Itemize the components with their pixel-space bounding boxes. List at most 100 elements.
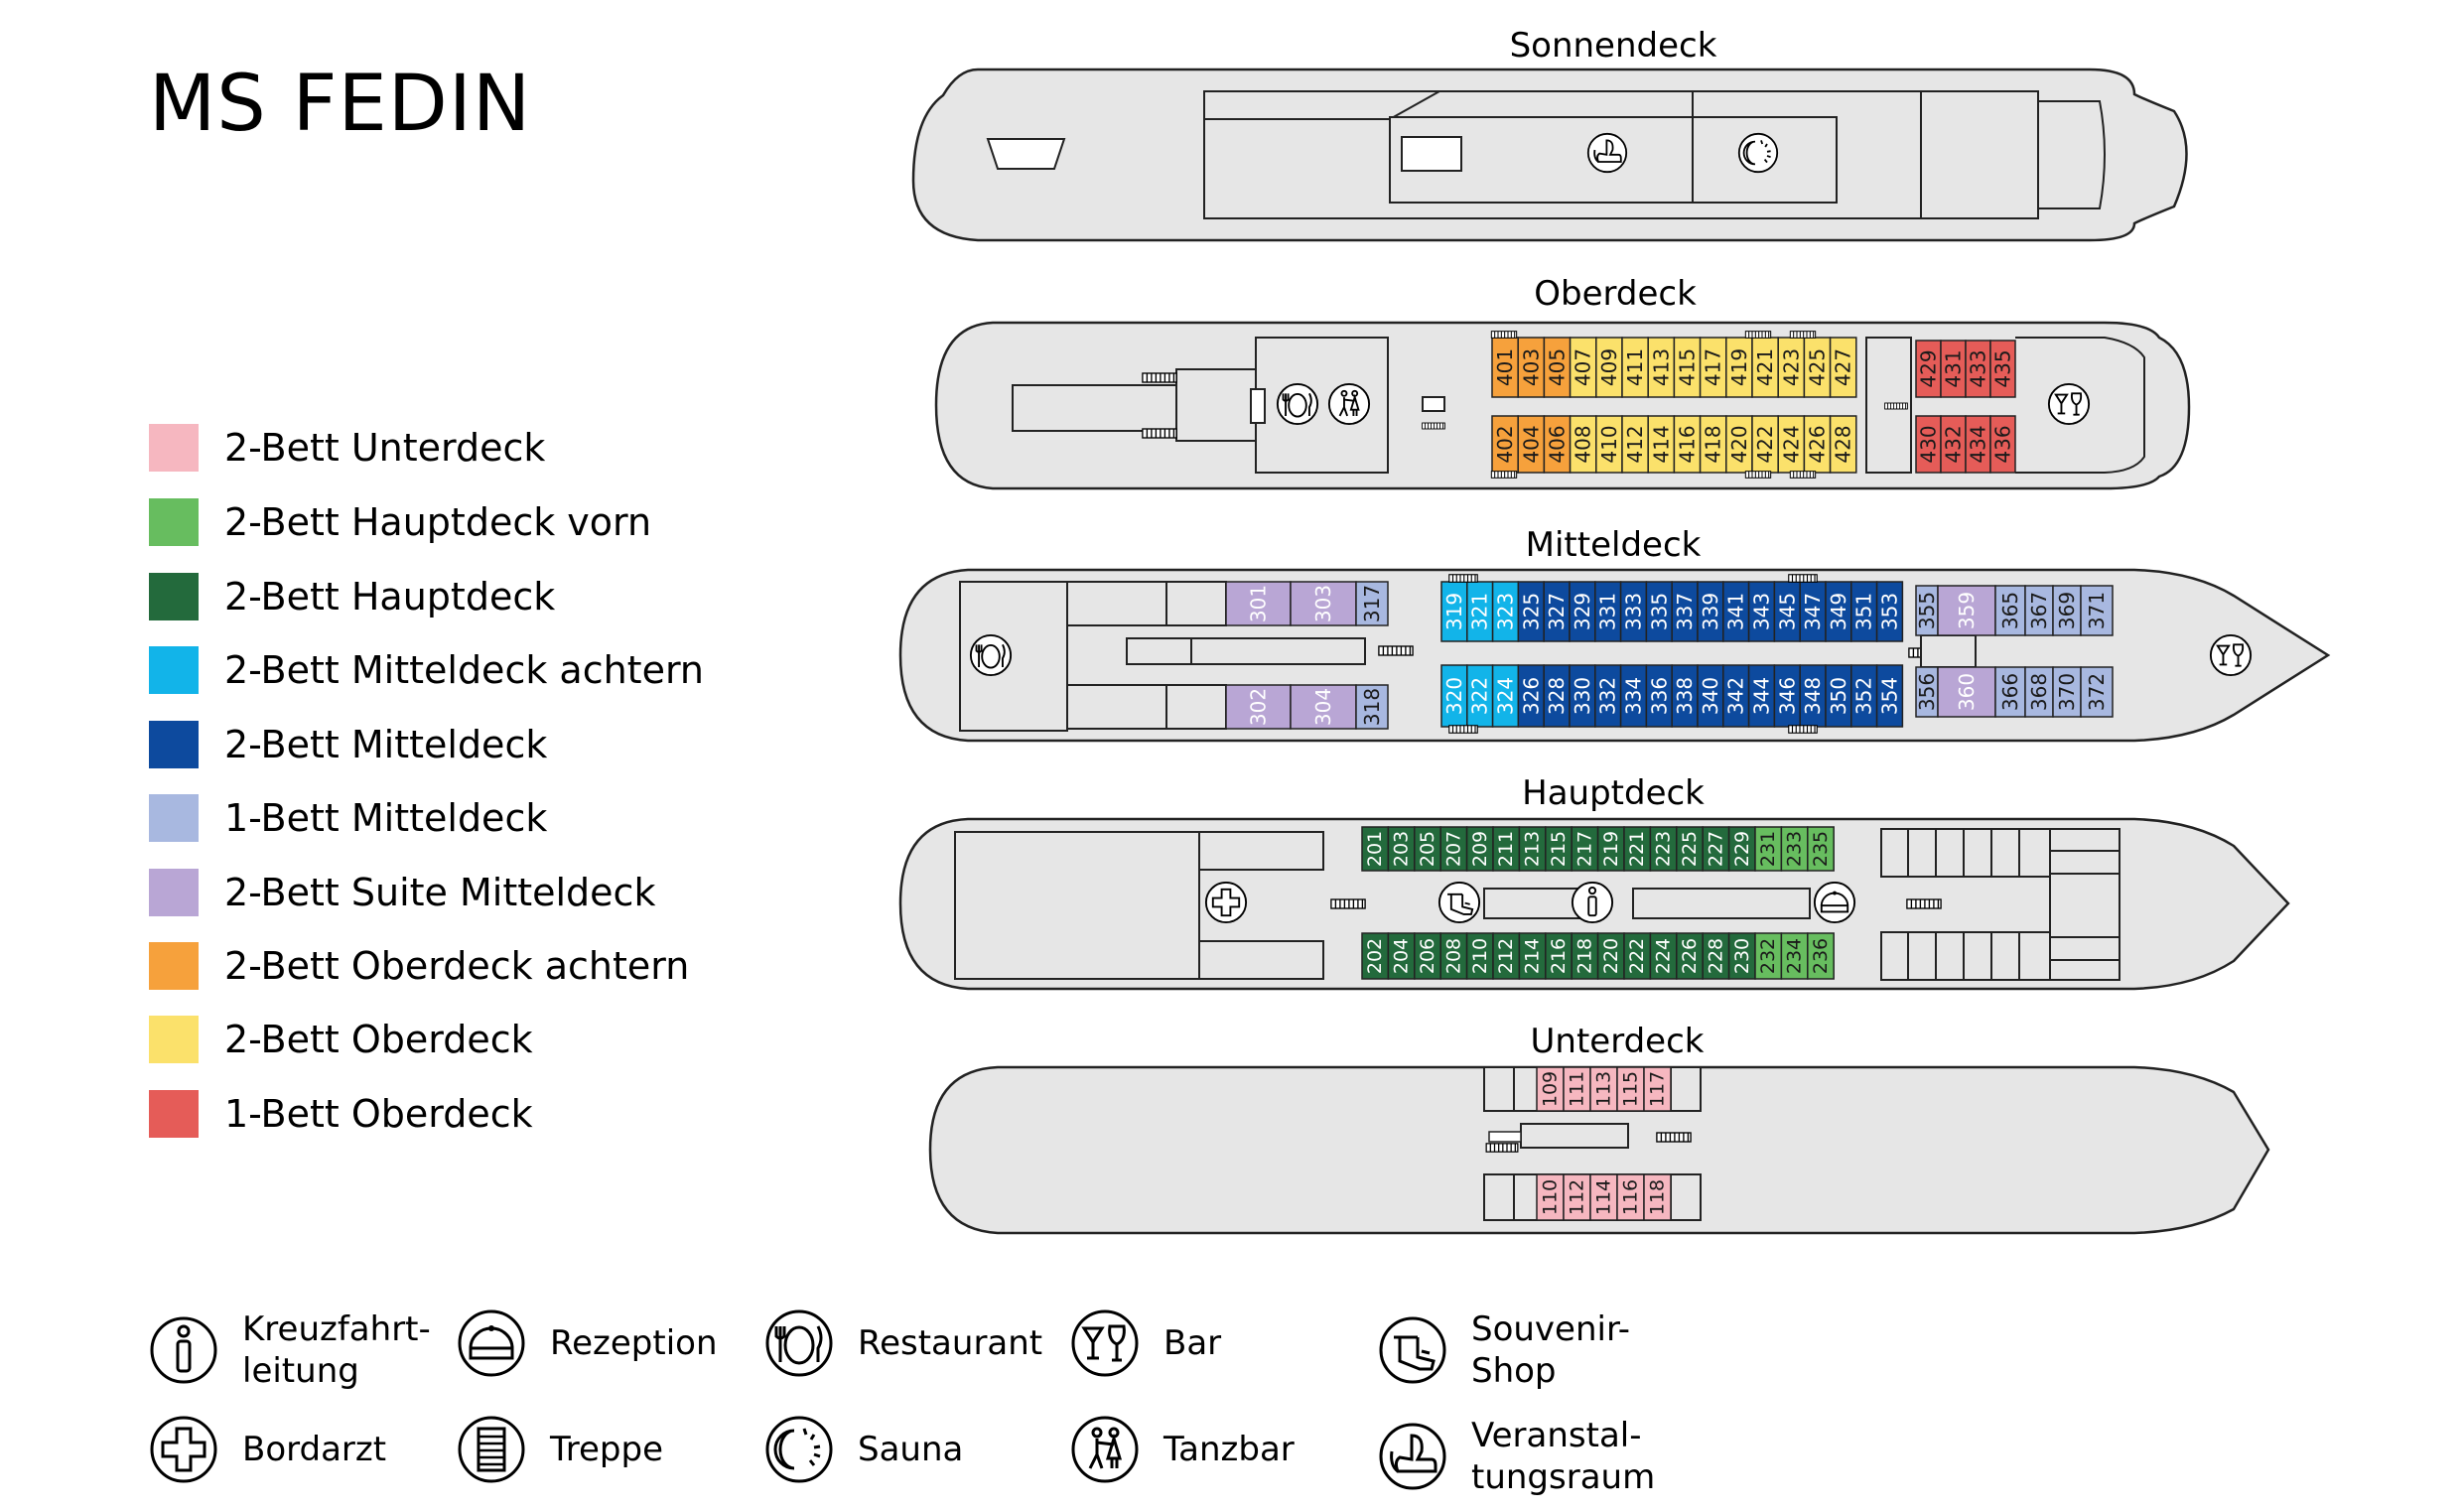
cabin-343[interactable] — [1747, 581, 1776, 642]
cabin-350[interactable] — [1825, 664, 1852, 728]
cabin-210[interactable] — [1465, 932, 1494, 980]
cabin-413[interactable] — [1647, 337, 1676, 398]
cabin-329[interactable] — [1569, 581, 1596, 642]
cabin-416[interactable] — [1673, 415, 1702, 474]
cabin-414[interactable] — [1647, 415, 1676, 474]
cabin-432[interactable] — [1940, 415, 1967, 474]
cabin-111[interactable] — [1563, 1066, 1591, 1112]
cabin-411[interactable] — [1621, 337, 1649, 398]
cabin-217[interactable] — [1571, 826, 1599, 872]
cabin-406[interactable] — [1543, 415, 1572, 474]
cabin-342[interactable] — [1722, 664, 1750, 728]
cabin-418[interactable] — [1699, 415, 1727, 474]
cabin-407[interactable] — [1569, 337, 1597, 398]
cabin-225[interactable] — [1676, 826, 1704, 872]
cabin-115[interactable] — [1616, 1066, 1645, 1112]
cabin-421[interactable] — [1751, 337, 1779, 398]
cabin-328[interactable] — [1543, 664, 1571, 728]
cabin-344[interactable] — [1747, 664, 1776, 728]
cabin-417[interactable] — [1699, 337, 1727, 398]
cabin-336[interactable] — [1645, 664, 1673, 728]
cabin-212[interactable] — [1492, 932, 1521, 980]
cabin-435[interactable] — [1989, 340, 2016, 398]
cabin-372[interactable] — [2080, 666, 2114, 718]
cabin-321[interactable] — [1466, 581, 1494, 642]
legend-label: 2-Bett Suite Mitteldeck — [224, 871, 656, 914]
cabin-330[interactable] — [1569, 664, 1596, 728]
cabin-114[interactable] — [1589, 1173, 1618, 1221]
cabin-331[interactable] — [1594, 581, 1622, 642]
cabin-235[interactable] — [1807, 826, 1835, 872]
cabin-number: 202 — [1364, 938, 1386, 974]
cabin-352[interactable] — [1850, 664, 1878, 728]
cabin-203[interactable] — [1387, 826, 1416, 872]
cabin-318[interactable] — [1355, 684, 1389, 730]
cabin-371[interactable] — [2080, 585, 2114, 636]
cabin-339[interactable] — [1697, 581, 1724, 642]
cabin-213[interactable] — [1518, 826, 1547, 872]
cabin-353[interactable] — [1875, 581, 1904, 642]
cabin-420[interactable] — [1725, 415, 1753, 474]
cabin-436[interactable] — [1989, 415, 2016, 474]
cabin-366[interactable] — [1994, 666, 2026, 718]
cabin-340[interactable] — [1697, 664, 1724, 728]
cabin-426[interactable] — [1803, 415, 1832, 474]
cabin-419[interactable] — [1725, 337, 1753, 398]
cabin-118[interactable] — [1643, 1173, 1672, 1221]
cabin-365[interactable] — [1994, 585, 2026, 636]
cabin-211[interactable] — [1492, 826, 1521, 872]
cabin-415[interactable] — [1673, 337, 1702, 398]
cabin-222[interactable] — [1623, 932, 1652, 980]
cabin-333[interactable] — [1619, 581, 1648, 642]
cabin-359[interactable] — [1937, 585, 1996, 636]
cabin-405[interactable] — [1543, 337, 1572, 398]
cabin-367[interactable] — [2024, 585, 2054, 636]
cabin-116[interactable] — [1616, 1173, 1645, 1221]
cabin-236[interactable] — [1807, 932, 1835, 980]
cabin-110[interactable] — [1536, 1173, 1565, 1221]
cabin-233[interactable] — [1780, 826, 1809, 872]
cabin-117[interactable] — [1643, 1066, 1672, 1112]
cabin-229[interactable] — [1727, 826, 1756, 872]
cabin-322[interactable] — [1466, 664, 1494, 728]
cabin-209[interactable] — [1465, 826, 1494, 872]
cabin-337[interactable] — [1671, 581, 1699, 642]
cabin-216[interactable] — [1545, 932, 1573, 980]
cabin-425[interactable] — [1803, 337, 1832, 398]
cabin-302[interactable] — [1225, 684, 1292, 730]
cabin-349[interactable] — [1825, 581, 1852, 642]
cabin-360[interactable] — [1937, 666, 1996, 718]
cabin-431[interactable] — [1940, 340, 1967, 398]
cabin-214[interactable] — [1518, 932, 1547, 980]
cabin-354[interactable] — [1875, 664, 1904, 728]
cabin-228[interactable] — [1702, 932, 1730, 980]
icon-legend-tanzbar: Tanzbar — [1070, 1415, 1295, 1484]
cabin-317[interactable] — [1355, 581, 1389, 626]
cabin-332[interactable] — [1594, 664, 1622, 728]
cabin-232[interactable] — [1754, 932, 1783, 980]
cabin-338[interactable] — [1671, 664, 1699, 728]
cabin-345[interactable] — [1773, 581, 1801, 642]
cabin-323[interactable] — [1491, 581, 1520, 642]
cabin-320[interactable] — [1440, 664, 1468, 728]
cabin-428[interactable] — [1829, 415, 1857, 474]
cabin-334[interactable] — [1619, 664, 1648, 728]
cabin-201[interactable] — [1361, 826, 1390, 872]
cabin-304[interactable] — [1290, 684, 1357, 730]
cabin-319[interactable] — [1440, 581, 1468, 642]
cabin-325[interactable] — [1517, 581, 1545, 642]
cabin-219[interactable] — [1596, 826, 1625, 872]
cabin-202[interactable] — [1361, 932, 1390, 980]
cabin-427[interactable] — [1829, 337, 1857, 398]
cabin-223[interactable] — [1649, 826, 1678, 872]
cabin-424[interactable] — [1777, 415, 1806, 474]
cabin-404[interactable] — [1517, 415, 1546, 474]
cabin-113[interactable] — [1589, 1066, 1618, 1112]
cabin-205[interactable] — [1414, 826, 1441, 872]
cabin-230[interactable] — [1727, 932, 1756, 980]
cabin-326[interactable] — [1517, 664, 1545, 728]
cabin-204[interactable] — [1387, 932, 1416, 980]
cabin-430[interactable] — [1915, 415, 1942, 474]
cabin-112[interactable] — [1563, 1173, 1591, 1221]
cabin-231[interactable] — [1754, 826, 1783, 872]
